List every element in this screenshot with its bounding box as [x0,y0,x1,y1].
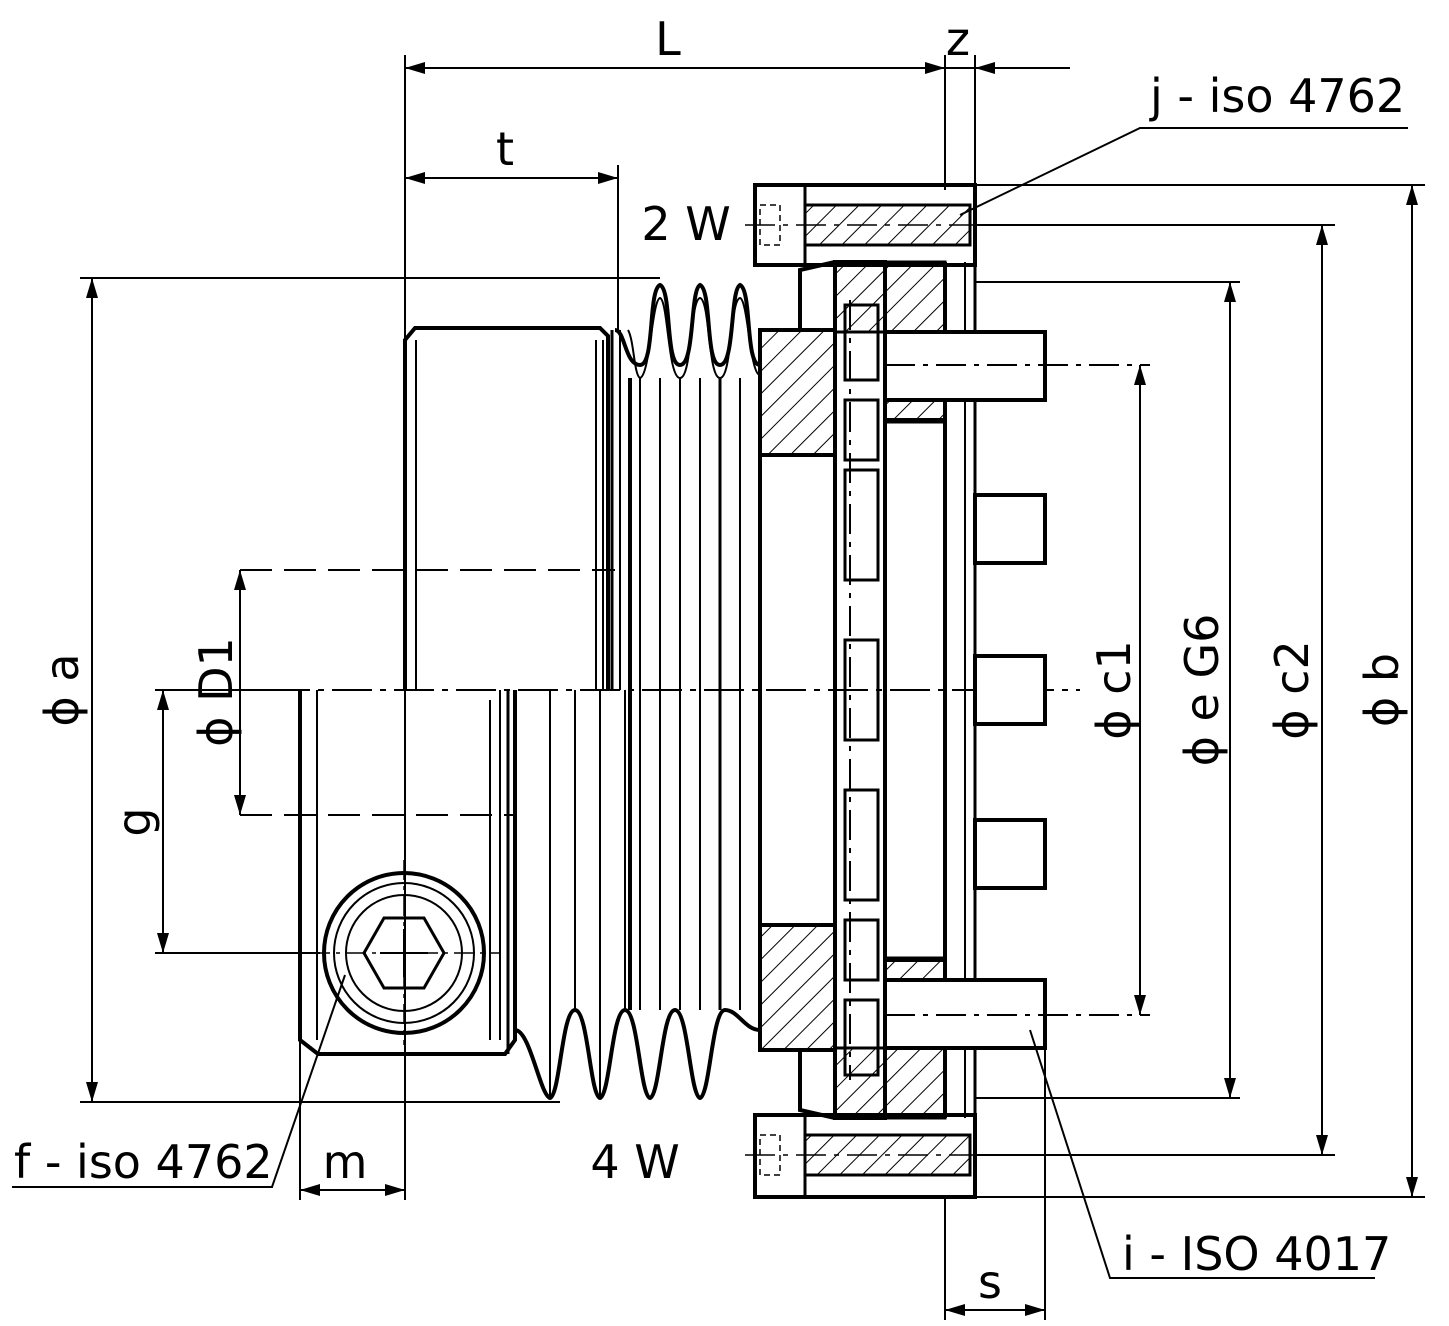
label-z: z [946,12,970,66]
hex-bolt-column [843,303,880,1077]
bellows-upper [614,282,761,380]
flange-hub [758,260,837,1120]
label-phi-b: ϕ b [1355,653,1409,727]
lower-hub [240,690,517,1056]
bellows-walls [549,378,741,1098]
label-phi-D1: ϕ D1 [189,637,243,747]
label-phi-eG6: ϕ e G6 [1175,614,1229,767]
label-f-iso4762: f - iso 4762 [14,1135,273,1189]
label-t: t [496,122,514,176]
bellows-lower [514,1007,761,1101]
label-phi-a: ϕ a [35,653,89,726]
label-4W: 4 W [590,1135,679,1189]
label-L: L [655,12,681,66]
screws-iso4762 [745,183,980,1199]
label-i-iso4017: i - ISO 4017 [1122,1227,1391,1281]
label-2W: 2 W [641,197,730,251]
label-phi-c2: ϕ c2 [1265,640,1319,740]
label-m: m [323,1135,368,1189]
label-j-iso4762: j - iso 4762 [1149,69,1405,123]
label-s: s [978,1255,1002,1309]
label-phi-c1: ϕ c1 [1087,640,1141,740]
upper-hub [240,326,621,690]
label-g: g [107,807,161,836]
dimension-lines [12,55,1425,1320]
